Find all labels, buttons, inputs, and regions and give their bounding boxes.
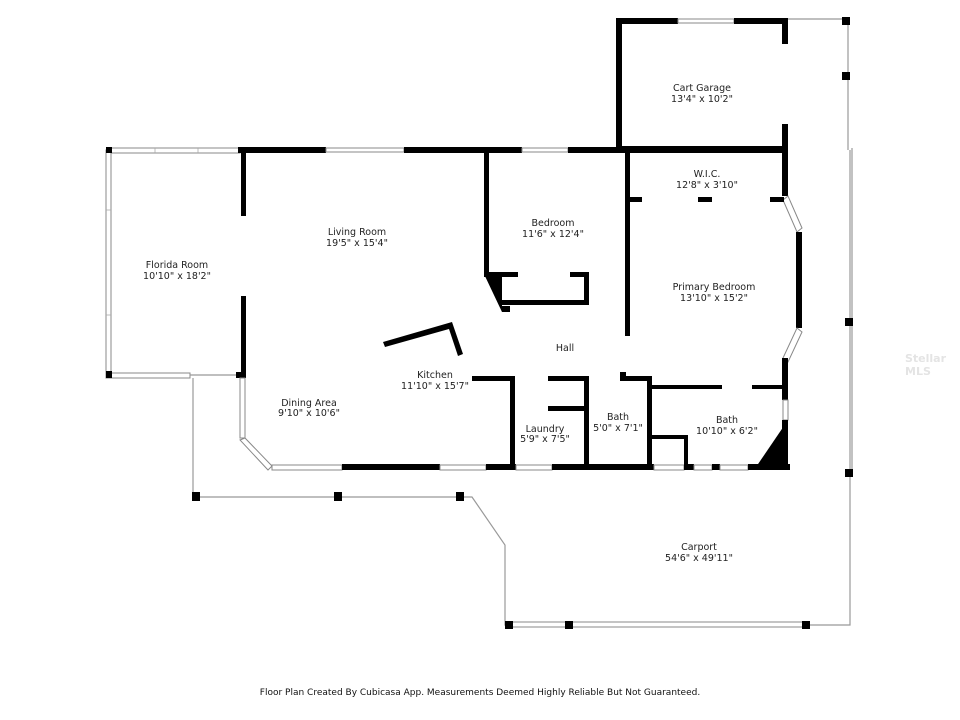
room-labels: Cart Garage 13'4" x 10'2" W.I.C. 12'8" x… xyxy=(143,83,758,564)
room-bath-large-name: Bath xyxy=(716,415,738,426)
room-wic-name: W.I.C. xyxy=(694,169,721,180)
carport-outline xyxy=(192,18,853,628)
room-primary-bedroom-name: Primary Bedroom xyxy=(673,282,756,293)
room-florida-room-dims: 10'10" x 18'2" xyxy=(143,271,211,282)
room-primary-bedroom-dims: 13'10" x 15'2" xyxy=(680,293,748,304)
room-cart-garage-dims: 13'4" x 10'2" xyxy=(671,94,733,105)
room-carport-dims: 54'6" x 49'11" xyxy=(665,553,733,564)
room-bedroom-dims: 11'6" x 12'4" xyxy=(522,229,584,240)
exterior-walls xyxy=(236,147,803,471)
room-living-room-dims: 19'5" x 15'4" xyxy=(326,238,388,249)
room-kitchen-name: Kitchen xyxy=(417,370,453,381)
interior-walls xyxy=(383,146,788,468)
room-bath-large-dims: 10'10" x 6'2" xyxy=(696,426,758,437)
watermark: Stellar MLS xyxy=(905,352,947,378)
room-dining-area-name: Dining Area xyxy=(281,398,337,409)
room-carport-name: Carport xyxy=(681,542,717,553)
room-living-room-name: Living Room xyxy=(328,227,386,238)
room-wic-dims: 12'8" x 3'10" xyxy=(676,180,738,191)
room-laundry-name: Laundry xyxy=(526,424,565,435)
room-bath-small-dims: 5'0" x 7'1" xyxy=(593,423,643,434)
footer-disclaimer: Floor Plan Created By Cubicasa App. Meas… xyxy=(259,688,701,698)
room-cart-garage-name: Cart Garage xyxy=(673,83,731,94)
room-dining-area-dims: 9'10" x 10'6" xyxy=(278,408,340,419)
room-hall-name: Hall xyxy=(556,343,574,354)
cart-garage-walls xyxy=(616,18,788,154)
florida-room-walls xyxy=(105,147,241,379)
room-florida-room-name: Florida Room xyxy=(146,260,208,271)
room-kitchen-dims: 11'10" x 15'7" xyxy=(401,381,469,392)
support-posts xyxy=(192,17,853,629)
room-bedroom-name: Bedroom xyxy=(532,218,575,229)
room-bath-small-name: Bath xyxy=(607,412,629,423)
room-laundry-dims: 5'9" x 7'5" xyxy=(520,434,570,445)
